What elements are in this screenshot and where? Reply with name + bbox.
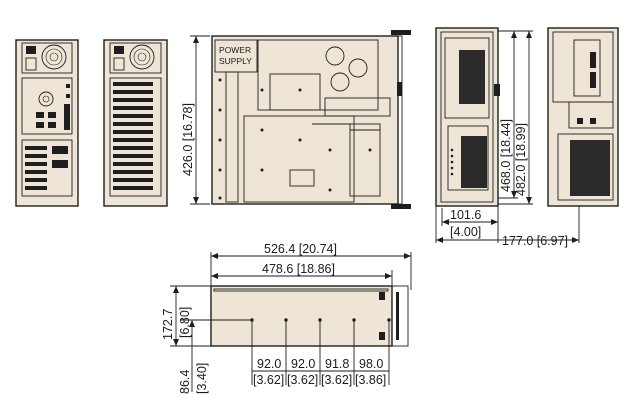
rear-view-3 xyxy=(547,27,619,207)
power-supply-label-line1: POWER xyxy=(219,45,251,55)
front-width-inner-dimension-in: [4.00] xyxy=(450,225,481,239)
spacing-dimension-1-mm: 92.0 xyxy=(257,357,281,371)
rear-view-1 xyxy=(15,39,79,207)
spacing-dimension-2-mm: 92.0 xyxy=(291,357,315,371)
top-depth-dimension: 426.0 [16.78] xyxy=(181,103,195,176)
side-overall-width-dimension: 526.4 [20.74] xyxy=(264,242,337,256)
front-height-inner-dimension: 468.0 [18.44] xyxy=(499,119,513,192)
spacing-dimension-3-mm: 91.8 xyxy=(325,357,349,371)
front-width-outer-dimension: 177.0 [6.97] xyxy=(502,234,568,248)
rear-view-2 xyxy=(103,39,168,207)
side-view: 526.4 [20.74] 478.6 [18.86] 172.7 [6.80]… xyxy=(161,242,412,394)
front-view: 468.0 [18.44] 482.0 [18.99] 101.6 [4.00]… xyxy=(435,27,580,248)
side-height-total-dimension-in: [6.80] xyxy=(178,307,192,338)
side-height-offset-dimension-in: [3.40] xyxy=(195,363,209,394)
side-inner-width-dimension: 478.6 [18.86] xyxy=(262,262,335,276)
spacing-dimension-4-in: [3.86] xyxy=(355,373,386,387)
spacing-dimension-2-in: [3.62] xyxy=(287,373,318,387)
power-supply-label-line2: SUPPLY xyxy=(219,56,252,66)
front-height-outer-dimension: 482.0 [18.99] xyxy=(514,123,528,196)
spacing-dimension-1-in: [3.62] xyxy=(253,373,284,387)
spacing-dimension-3-in: [3.62] xyxy=(321,373,352,387)
side-height-total-dimension-mm: 172.7 xyxy=(161,309,175,340)
spacing-dimension-4-mm: 98.0 xyxy=(359,357,383,371)
front-width-inner-dimension-mm: 101.6 xyxy=(450,208,481,222)
top-view: 426.0 [16.78] POWER SUPPLY xyxy=(181,30,411,209)
side-height-offset-dimension-mm: 86.4 xyxy=(178,370,192,394)
